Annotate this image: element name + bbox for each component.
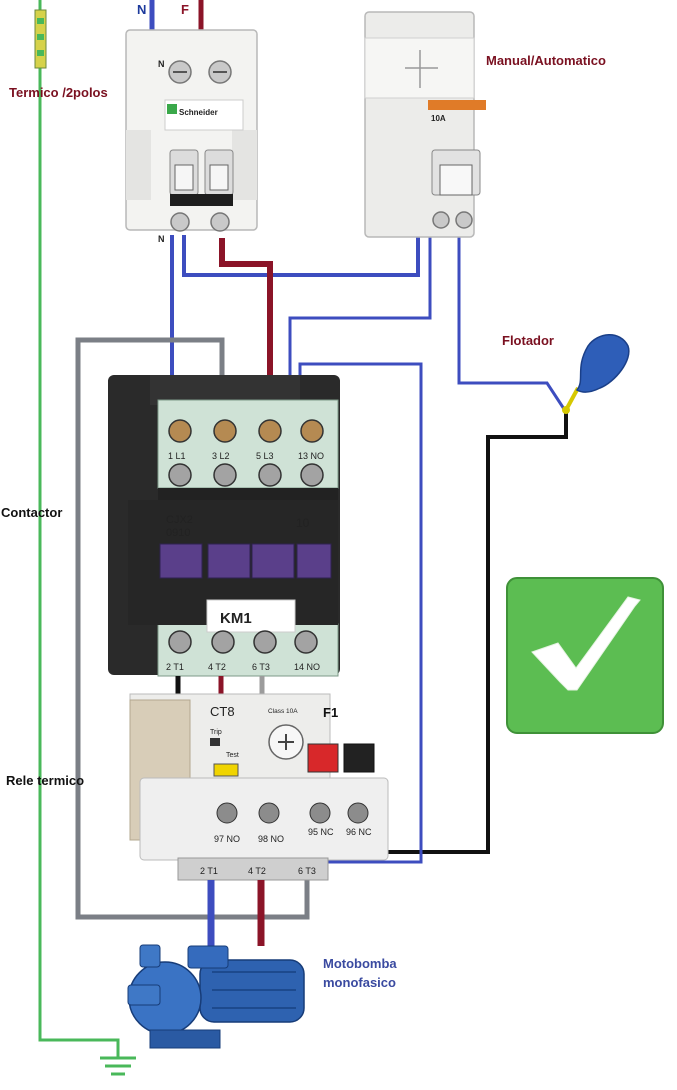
breaker-brand: Schneider	[179, 108, 218, 117]
supply-neutral-label: N	[137, 2, 147, 17]
neutral-breaker-to-selector	[182, 232, 420, 277]
motor-pump	[127, 944, 305, 1049]
contactor-top-terminal-3: 5 L3	[256, 451, 274, 461]
contactor-bottom-terminal-2: 4 T2	[208, 662, 226, 672]
float-label: Flotador	[502, 333, 554, 348]
supply-phase-label: F	[181, 2, 189, 17]
pump-label-line2: monofasico	[323, 975, 396, 990]
contactor-bottom-terminal-1: 2 T1	[166, 662, 184, 672]
selector-rating: 10A	[431, 114, 446, 123]
overload-out-terminal-2: 4 T2	[248, 866, 266, 876]
selector-label: Manual/Automatico	[486, 53, 606, 68]
contactor-top-terminal-1: 1 L1	[168, 451, 186, 461]
overload-test: Test	[226, 752, 239, 759]
ground-terminal	[34, 9, 47, 69]
overload-out-terminal-1: 2 T1	[200, 866, 218, 876]
contactor-top-terminal-2: 3 L2	[212, 451, 230, 461]
overload-tag: F1	[323, 705, 339, 720]
ground-wire	[38, 0, 120, 1058]
overload-aux-terminal-1: 97 NO	[214, 834, 240, 844]
overload-relay: CT8 Class 10A Trip Test 97 NO 98 NO 95 N…	[129, 693, 389, 881]
overload-trip: Trip	[210, 729, 222, 736]
contactor-km1: 1 L1 3 L2 5 L3 13 NO CJX2 0910 10 KM1 2 …	[108, 375, 340, 677]
selector-to-float	[457, 232, 568, 413]
overload-out-terminal-3: 6 T3	[298, 866, 316, 876]
overload-aux-terminal-3: 95 NC	[308, 827, 334, 837]
check-mark-icon	[506, 577, 664, 734]
contactor-tag: KM1	[220, 610, 252, 627]
contactor-bottom-terminal-4: 14 NO	[294, 662, 320, 672]
contactor-label: Contactor	[1, 505, 63, 520]
overload-model: CT8	[210, 704, 235, 719]
overload-relay-label: Rele termico	[6, 773, 85, 788]
selector-switch: 10A	[364, 11, 486, 238]
phase-to-contactor-l3	[219, 238, 273, 455]
selector-to-coil	[288, 232, 432, 398]
breaker-label: Termico /2polos	[9, 85, 108, 100]
contactor-top-terminal-4: 13 NO	[298, 451, 324, 461]
coil-control-loop	[75, 337, 310, 920]
breaker-terminal-bottom: N	[158, 234, 165, 244]
float-switch	[562, 334, 630, 414]
contactor-aux-code: 10	[296, 516, 310, 530]
ground-symbol	[100, 1056, 136, 1076]
breaker-terminal-top: N	[158, 59, 165, 69]
overload-aux-terminal-4: 96 NC	[346, 827, 372, 837]
overload-aux-terminal-2: 98 NO	[258, 834, 284, 844]
circuit-breaker: Schneider N N	[125, 29, 258, 244]
pump-label-line1: Motobomba	[323, 956, 397, 971]
contactor-bottom-terminal-3: 6 T3	[252, 662, 270, 672]
contactor-model-line1: CJX2	[166, 514, 193, 526]
contactor-model-line2: 0910	[166, 527, 190, 539]
overload-class: Class 10A	[268, 708, 298, 715]
